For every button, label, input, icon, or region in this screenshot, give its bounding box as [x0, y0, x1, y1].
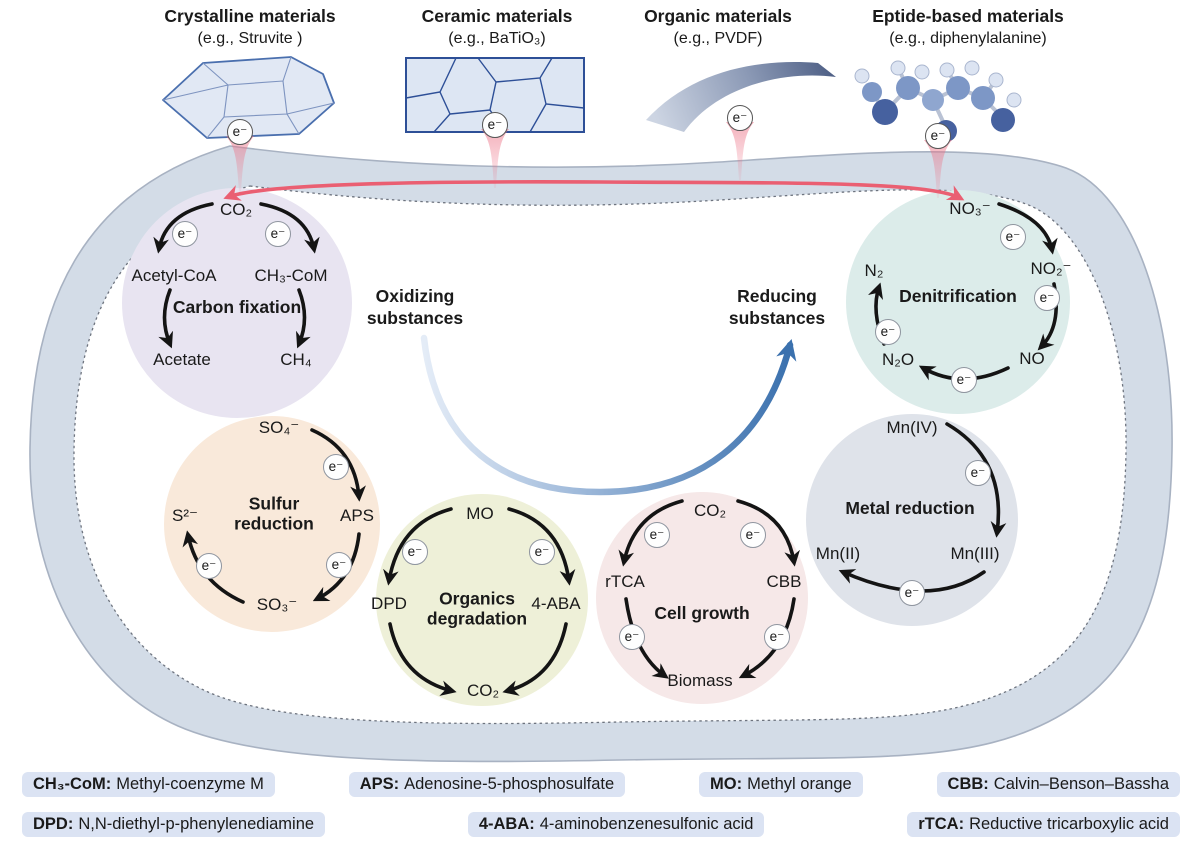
node-cbb: CBB	[766, 572, 802, 591]
node-aps: APS	[339, 506, 375, 525]
node-mo: MO	[466, 504, 494, 523]
node-n2: N₂	[864, 261, 884, 280]
node-s2: S²⁻	[172, 506, 198, 525]
cycle-title-cell-growth: Cell growth	[654, 603, 750, 624]
legend-item-aps: APS: Adenosine-5-phosphosulfate	[348, 772, 626, 797]
cycle-title-organics-degradation: Organics degradation	[426, 588, 528, 628]
electron-badge: e⁻	[644, 522, 670, 548]
electron-badge: e⁻	[326, 552, 352, 578]
material-title: Ceramic materials	[421, 6, 573, 26]
node-mn2: Mn(II)	[815, 544, 861, 563]
node-so3: SO₃⁻	[256, 595, 298, 614]
legend-item-mo: MO: Methyl orange	[699, 772, 863, 797]
legend-row-2: DPD: N,N-diethyl-p-phenylenediamine 4-AB…	[22, 812, 1180, 837]
material-title: Eptide-based materials	[872, 6, 1064, 26]
electron-badge: e⁻	[965, 460, 991, 486]
cycle-arrows	[153, 202, 1058, 696]
electron-transfer-path	[223, 180, 965, 201]
node-mn4: Mn(IV)	[886, 418, 938, 437]
electron-badge: e⁻	[899, 580, 925, 606]
node-dpd: DPD	[371, 594, 407, 613]
oxidizing-substances-label: Oxidizing substances	[366, 286, 464, 328]
node-n2o: N₂O	[881, 350, 915, 369]
node-co2-growth: CO₂	[693, 501, 727, 520]
electron-badge: e⁻	[740, 522, 766, 548]
material-subtitle: (e.g., Struvite )	[197, 30, 303, 47]
legend-abbr: 4-ABA:	[478, 815, 535, 833]
legend-item-dpd: DPD: N,N-diethyl-p-phenylenediamine	[22, 812, 326, 837]
legend-item-ch3com: CH₃-CoM: Methyl-coenzyme M	[22, 772, 275, 797]
material-title: Organic materials	[644, 6, 792, 26]
cycle-title-metal-reduction: Metal reduction	[845, 498, 975, 519]
legend-row-1: CH₃-CoM: Methyl-coenzyme M APS: Adenosin…	[22, 772, 1180, 797]
material-header-crystalline: Crystalline materials (e.g., Struvite )	[164, 6, 335, 48]
node-acetate: Acetate	[153, 350, 211, 369]
electron-badge: e⁻	[227, 119, 253, 145]
electron-badge: e⁻	[727, 105, 753, 131]
legend-abbr: CBB:	[947, 775, 989, 793]
legend-text: Methyl-coenzyme M	[116, 775, 264, 793]
node-4aba: 4-ABA	[531, 594, 581, 613]
material-title: Crystalline materials	[164, 6, 336, 26]
legend-text: 4-aminobenzenesulfonic acid	[539, 815, 754, 833]
ceramic-grains-graphic	[405, 57, 585, 133]
electron-badge: e⁻	[1000, 224, 1026, 250]
electron-badge: e⁻	[482, 112, 508, 138]
legend-text: Reductive tricarboxylic acid	[969, 815, 1169, 833]
pvdf-film-graphic	[646, 62, 836, 132]
struvite-crystal-graphic	[162, 56, 335, 139]
electron-badge: e⁻	[1034, 285, 1060, 311]
material-header-peptide: Eptide-based materials (e.g., diphenylal…	[872, 6, 1064, 48]
material-header-organic: Organic materials (e.g., PVDF)	[644, 6, 792, 48]
legend-item-cbb: CBB: Calvin–Benson–Bassha	[936, 772, 1180, 797]
legend-text: N,N-diethyl-p-phenylenediamine	[78, 815, 315, 833]
legend-abbr: DPD:	[33, 815, 74, 833]
cycle-title-sulfur-reduction: Sulfur reduction	[234, 493, 314, 533]
material-subtitle: (e.g., BaTiO₃)	[448, 30, 546, 47]
cycle-title-denitrification: Denitrification	[899, 286, 1017, 307]
legend-item-rtca: rTCA: Reductive tricarboxylic acid	[907, 812, 1180, 837]
electron-badge: e⁻	[875, 319, 901, 345]
legend-abbr: APS:	[359, 775, 400, 793]
node-acetyl-coa: Acetyl-CoA	[131, 266, 217, 285]
material-subtitle: (e.g., diphenylalanine)	[889, 30, 1047, 47]
node-no3: NO₃⁻	[949, 199, 991, 218]
legend-abbr: MO:	[710, 775, 743, 793]
electron-badge: e⁻	[764, 624, 790, 650]
electron-badge: e⁻	[265, 221, 291, 247]
electron-badge: e⁻	[196, 553, 222, 579]
electron-badge: e⁻	[323, 454, 349, 480]
node-co2: CO₂	[219, 200, 253, 219]
legend-text: Calvin–Benson–Bassha	[993, 775, 1169, 793]
node-no2: NO₂⁻	[1030, 259, 1072, 278]
node-biomass: Biomass	[667, 671, 733, 690]
electron-badge: e⁻	[172, 221, 198, 247]
electron-badge: e⁻	[951, 367, 977, 393]
legend-item-4aba: 4-ABA: 4-aminobenzenesulfonic acid	[467, 812, 765, 837]
node-co2-out: CO₂	[466, 681, 500, 700]
electron-funnels	[226, 122, 952, 198]
legend-abbr: CH₃-CoM:	[33, 775, 112, 793]
node-rtca: rTCA	[605, 572, 645, 591]
node-ch4: CH₄	[280, 350, 312, 369]
node-mn3: Mn(III)	[950, 544, 1000, 563]
electron-badge: e⁻	[402, 539, 428, 565]
electron-badge: e⁻	[925, 123, 951, 149]
electron-badge: e⁻	[619, 624, 645, 650]
material-subtitle: (e.g., PVDF)	[673, 30, 763, 47]
legend-text: Methyl orange	[747, 775, 852, 793]
material-header-ceramic: Ceramic materials (e.g., BaTiO₃)	[422, 6, 573, 48]
cycle-title-carbon-fixation: Carbon fixation	[172, 297, 302, 318]
reducing-substances-arrow	[420, 334, 797, 496]
node-ch3-com: CH₃-CoM	[254, 266, 328, 285]
node-so4: SO₄⁻	[258, 418, 300, 437]
legend-abbr: rTCA:	[918, 815, 965, 833]
node-no: NO	[1019, 349, 1045, 368]
reducing-substances-label: Reducing substances	[728, 286, 826, 328]
legend-text: Adenosine-5-phosphosulfate	[404, 775, 615, 793]
electron-badge: e⁻	[529, 539, 555, 565]
